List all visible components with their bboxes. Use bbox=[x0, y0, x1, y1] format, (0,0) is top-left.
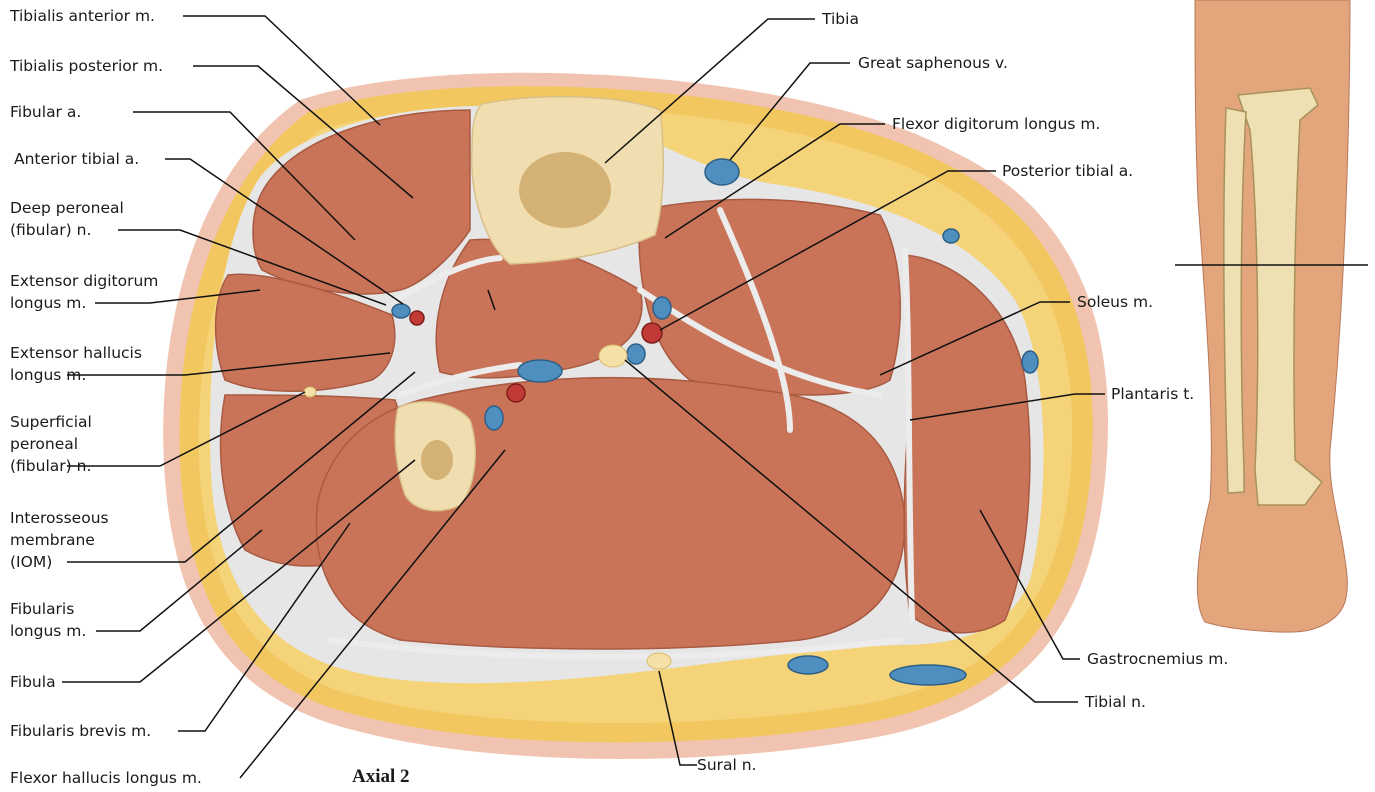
label-fibula: Fibula bbox=[10, 672, 56, 692]
label-extensor-hallucis-line1: Extensor hallucis bbox=[10, 343, 142, 363]
fibula-marrow bbox=[421, 440, 453, 480]
label-tibia: Tibia bbox=[822, 9, 859, 29]
superficial-peroneal-nerve bbox=[304, 387, 316, 397]
posterior-tibial-artery bbox=[642, 323, 662, 343]
tibia-marrow bbox=[519, 152, 611, 228]
label-superficial-peroneal-line2: peroneal bbox=[10, 434, 78, 454]
label-plantaris: Plantaris t. bbox=[1111, 384, 1194, 404]
posterior-tibial-vein-2 bbox=[627, 344, 645, 364]
tibia-bone bbox=[472, 97, 663, 264]
fibular-vein bbox=[518, 360, 562, 382]
label-extensor-digitorum-line1: Extensor digitorum bbox=[10, 271, 158, 291]
label-fibularis-longus-line1: Fibularis bbox=[10, 599, 74, 619]
label-posterior-tibial-artery: Posterior tibial a. bbox=[1002, 161, 1133, 181]
label-interosseous-line3: (IOM) bbox=[10, 552, 52, 572]
posterior-tibial-vein-1 bbox=[653, 297, 671, 319]
label-soleus: Soleus m. bbox=[1077, 292, 1153, 312]
label-extensor-digitorum-line2: longus m. bbox=[10, 293, 86, 313]
anterior-tibial-artery bbox=[410, 311, 424, 325]
leg-reference-figure bbox=[1175, 0, 1368, 632]
label-sural-nerve: Sural n. bbox=[697, 755, 757, 775]
fibular-artery bbox=[507, 384, 525, 402]
label-fibularis-brevis: Fibularis brevis m. bbox=[10, 721, 151, 741]
label-interosseous-line1: Interosseous bbox=[10, 508, 109, 528]
sural-nerve bbox=[647, 653, 671, 669]
label-superficial-peroneal-line3: (fibular) n. bbox=[10, 456, 91, 476]
label-flexor-digitorum: Flexor digitorum longus m. bbox=[892, 114, 1100, 134]
label-tibialis-posterior: Tibialis posterior m. bbox=[10, 56, 163, 76]
figure-caption: Axial 2 bbox=[352, 766, 410, 788]
label-anterior-tibial-artery: Anterior tibial a. bbox=[14, 149, 139, 169]
label-fibularis-longus-line2: longus m. bbox=[10, 621, 86, 641]
label-fibular-artery: Fibular a. bbox=[10, 102, 81, 122]
small-vein-2 bbox=[1022, 351, 1038, 373]
label-superficial-peroneal-line1: Superficial bbox=[10, 412, 92, 432]
great-saphenous-vein bbox=[705, 159, 739, 185]
small-saphenous-vein-1 bbox=[788, 656, 828, 674]
anterior-tibial-vein bbox=[392, 304, 410, 318]
label-tibialis-anterior: Tibialis anterior m. bbox=[10, 6, 155, 26]
label-great-saphenous-vein: Great saphenous v. bbox=[858, 53, 1008, 73]
label-extensor-hallucis-line2: longus m. bbox=[10, 365, 86, 385]
fibula-bone bbox=[395, 402, 475, 511]
label-tibial-nerve: Tibial n. bbox=[1085, 692, 1146, 712]
small-saphenous-vein-2 bbox=[890, 665, 966, 685]
label-deep-peroneal-line2: (fibular) n. bbox=[10, 220, 91, 240]
tibial-nerve bbox=[599, 345, 627, 367]
label-interosseous-line2: membrane bbox=[10, 530, 95, 550]
small-vein-1 bbox=[943, 229, 959, 243]
leg-cross-section bbox=[163, 73, 1108, 759]
fibular-vein-2 bbox=[485, 406, 503, 430]
label-flexor-hallucis: Flexor hallucis longus m. bbox=[10, 768, 202, 788]
label-gastrocnemius: Gastrocnemius m. bbox=[1087, 649, 1228, 669]
label-deep-peroneal-line1: Deep peroneal bbox=[10, 198, 124, 218]
